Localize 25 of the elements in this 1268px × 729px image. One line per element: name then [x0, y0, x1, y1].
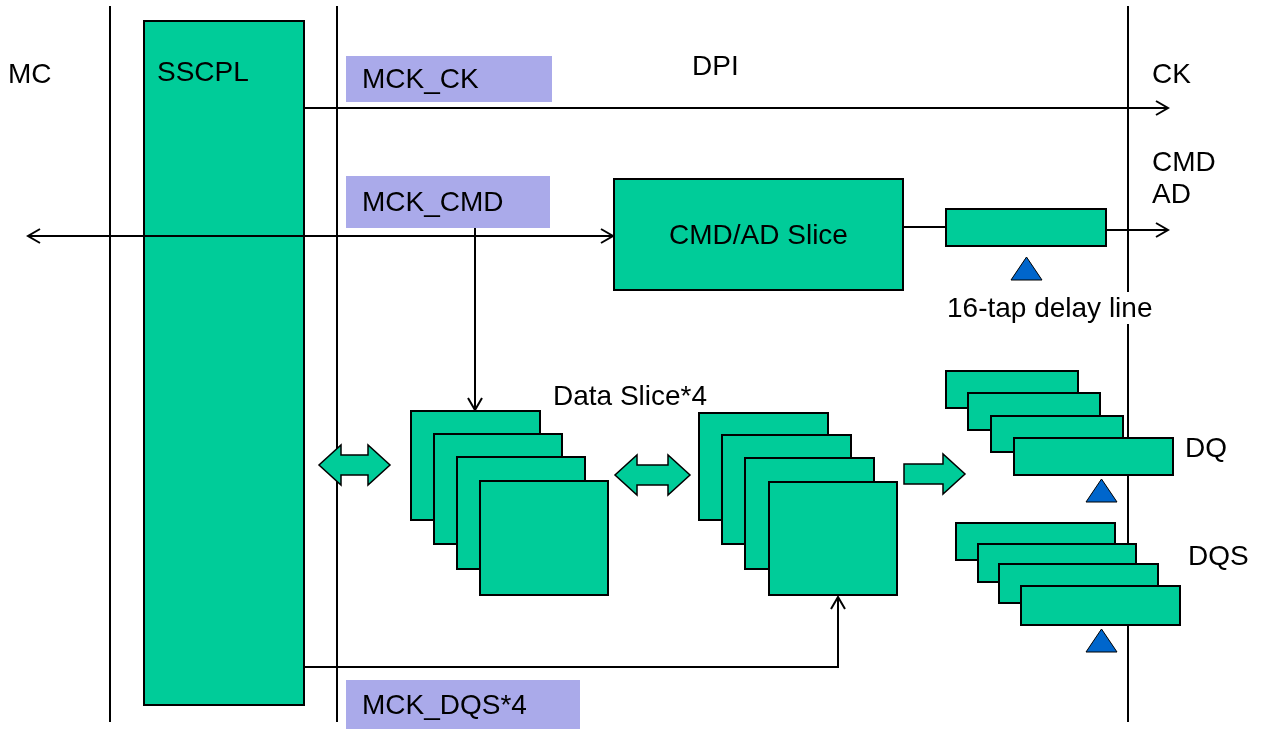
- slice-block: CMD/AD Slice: [613, 178, 904, 291]
- slice-stack-drawing: [410, 410, 610, 597]
- block-label: MC: [8, 58, 53, 91]
- arrow: [1106, 222, 1169, 238]
- delay-line-stack-drawing: [955, 522, 1182, 627]
- block-arrow: [317, 443, 392, 487]
- slice-stack-drawing: [698, 410, 898, 597]
- delay-line-block: [945, 208, 1107, 247]
- signal-label: CMD AD: [1152, 146, 1217, 211]
- block-label: DPI: [692, 50, 740, 83]
- signal-tag: MCK_CK: [346, 56, 552, 102]
- signal-label: DQS: [1188, 540, 1250, 573]
- arrow: [304, 100, 1169, 116]
- signal-tag: MCK_DQS*4: [346, 680, 580, 729]
- sscpl-block: SSCPL: [143, 20, 305, 706]
- delay-line-label: 16-tap delay line: [947, 292, 1153, 325]
- signal-tag: MCK_CMD: [346, 176, 550, 228]
- arrow: [304, 596, 846, 668]
- block-arrow: [613, 453, 692, 497]
- block-arrow: [903, 452, 967, 496]
- signal-label: DQ: [1185, 432, 1228, 465]
- arrow: [27, 228, 614, 244]
- arrow: [467, 227, 483, 411]
- delay-line-stack-drawing: [945, 370, 1174, 477]
- signal-label: CK: [1152, 58, 1192, 91]
